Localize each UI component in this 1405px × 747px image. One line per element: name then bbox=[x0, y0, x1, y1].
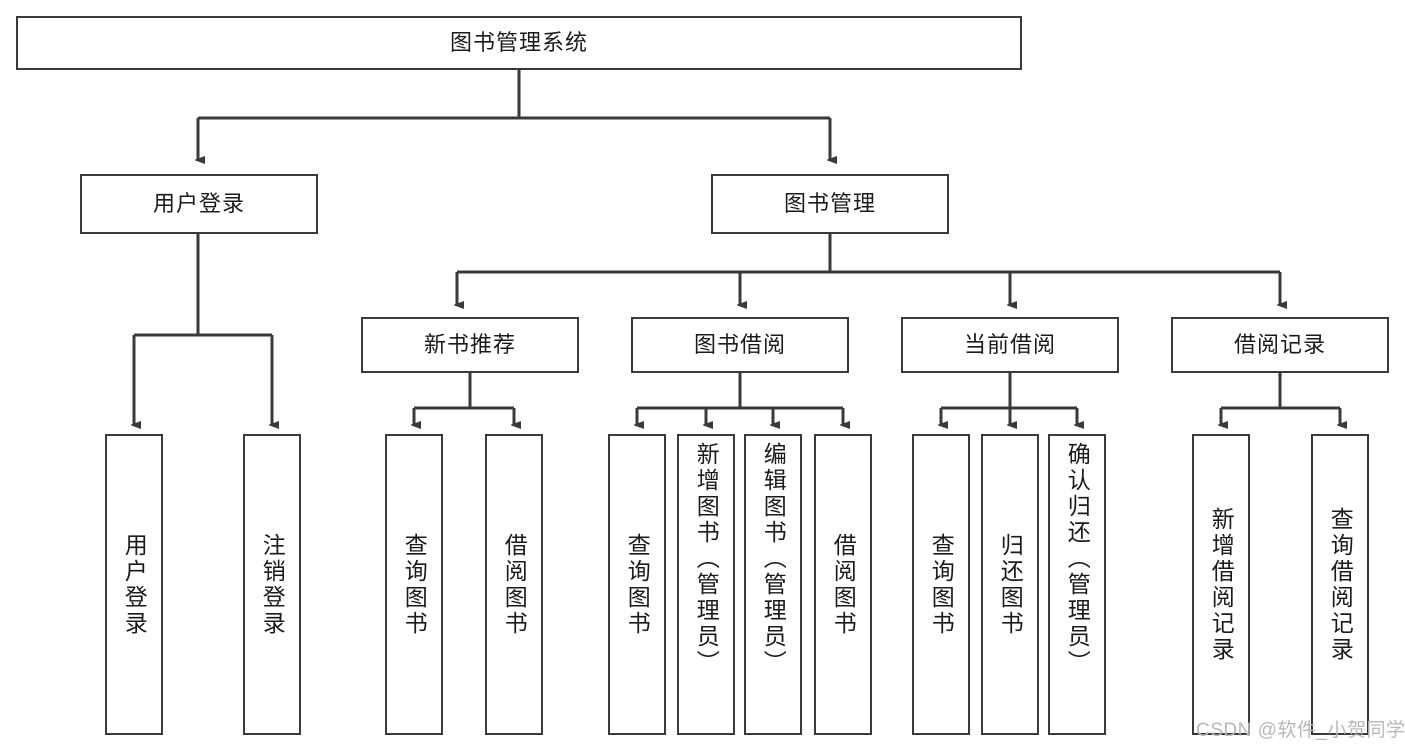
node-leaf-query-book-2[interactable]: 查询图书 bbox=[608, 434, 666, 735]
node-leaf-borrow-book-2-label: 借阅图书 bbox=[830, 532, 857, 637]
node-leaf-user-login-label: 用户登录 bbox=[121, 532, 148, 637]
node-leaf-logout[interactable]: 注销登录 bbox=[243, 434, 301, 735]
node-leaf-confirm-return[interactable]: 确认归还（管理员） bbox=[1048, 434, 1106, 735]
node-leaf-user-login[interactable]: 用户登录 bbox=[105, 434, 163, 735]
node-leaf-add-record-label: 新增借阅记录 bbox=[1208, 506, 1235, 663]
node-book-borrow[interactable]: 图书借阅 bbox=[631, 317, 849, 373]
node-leaf-return-book-label: 归还图书 bbox=[997, 532, 1024, 637]
node-leaf-edit-book[interactable]: 编辑图书（管理员） bbox=[744, 434, 802, 735]
node-leaf-logout-label: 注销登录 bbox=[259, 532, 286, 637]
node-root[interactable]: 图书管理系统 bbox=[16, 16, 1022, 70]
node-leaf-query-record-label: 查询借阅记录 bbox=[1327, 506, 1354, 663]
node-leaf-query-book-2-label: 查询图书 bbox=[624, 532, 651, 637]
node-user-login-label: 用户登录 bbox=[152, 190, 245, 216]
watermark-text: CSDN @软件_小贺同学 bbox=[1196, 720, 1405, 741]
node-leaf-query-record[interactable]: 查询借阅记录 bbox=[1311, 434, 1369, 735]
node-new-book-rec[interactable]: 新书推荐 bbox=[361, 317, 579, 373]
node-leaf-query-book-3[interactable]: 查询图书 bbox=[912, 434, 970, 735]
node-borrow-record[interactable]: 借阅记录 bbox=[1171, 317, 1389, 373]
node-leaf-borrow-book-1-label: 借阅图书 bbox=[501, 532, 528, 637]
node-root-label: 图书管理系统 bbox=[449, 29, 588, 55]
node-leaf-borrow-book-2[interactable]: 借阅图书 bbox=[814, 434, 872, 735]
node-user-login[interactable]: 用户登录 bbox=[80, 174, 318, 234]
node-new-book-rec-label: 新书推荐 bbox=[423, 331, 516, 357]
node-leaf-query-book-3-label: 查询图书 bbox=[928, 532, 955, 637]
node-leaf-query-book-1-label: 查询图书 bbox=[401, 532, 428, 637]
node-leaf-return-book[interactable]: 归还图书 bbox=[981, 434, 1039, 735]
node-leaf-query-book-1[interactable]: 查询图书 bbox=[385, 434, 443, 735]
node-leaf-add-book-label: 新增图书（管理员） bbox=[693, 442, 720, 676]
node-current-borrow-label: 当前借阅 bbox=[963, 331, 1056, 357]
node-leaf-add-book[interactable]: 新增图书（管理员） bbox=[677, 434, 735, 735]
node-borrow-record-label: 借阅记录 bbox=[1233, 331, 1326, 357]
node-leaf-add-record[interactable]: 新增借阅记录 bbox=[1192, 434, 1250, 735]
node-book-manage[interactable]: 图书管理 bbox=[711, 174, 949, 234]
node-leaf-confirm-return-label: 确认归还（管理员） bbox=[1064, 442, 1091, 676]
node-leaf-edit-book-label: 编辑图书（管理员） bbox=[760, 442, 787, 676]
node-leaf-borrow-book-1[interactable]: 借阅图书 bbox=[485, 434, 543, 735]
node-current-borrow[interactable]: 当前借阅 bbox=[901, 317, 1119, 373]
node-book-manage-label: 图书管理 bbox=[783, 190, 876, 216]
node-book-borrow-label: 图书借阅 bbox=[693, 331, 786, 357]
